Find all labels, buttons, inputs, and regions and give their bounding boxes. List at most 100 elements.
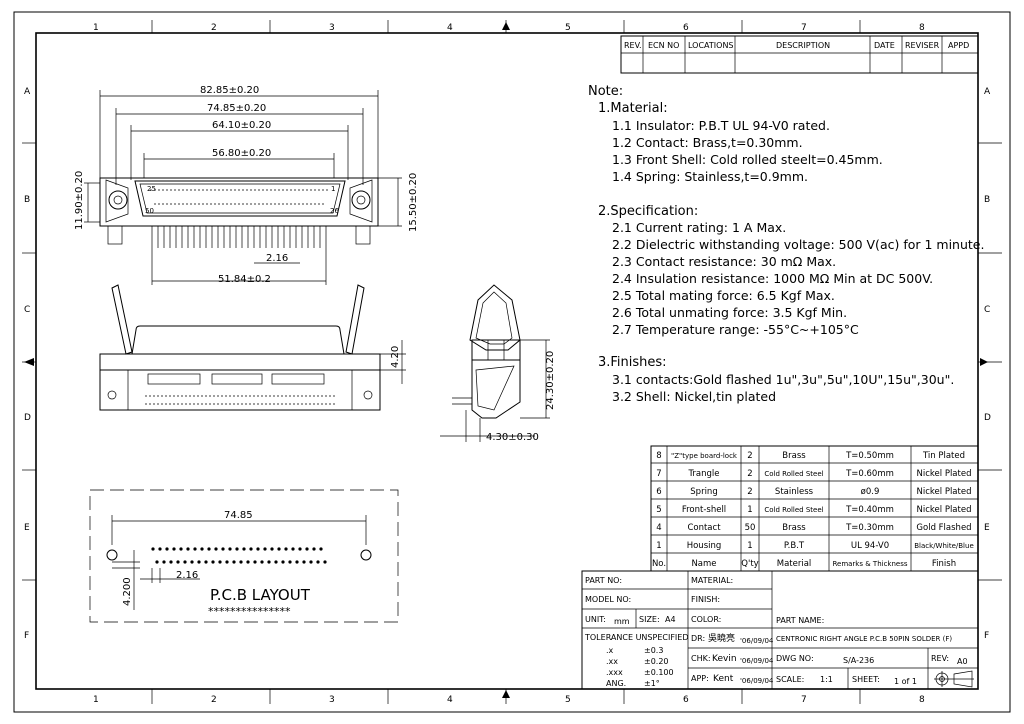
- material-line: 1.4 Spring: Stainless,t=0.9mm.: [612, 169, 808, 184]
- tb-rev-label: REV:: [931, 654, 949, 663]
- bom-cell-finish: Nickel Plated: [917, 469, 972, 479]
- zone-bottom-7: 7: [801, 695, 807, 705]
- bom-cell-no: 5: [656, 505, 661, 515]
- zone-bottom-6: 6: [683, 695, 689, 705]
- zone-top-8: 8: [919, 23, 925, 33]
- tb-size: A4: [665, 615, 676, 624]
- tb-model-no: MODEL NO:: [585, 595, 631, 604]
- rev-header-appd: APPD: [948, 41, 969, 50]
- tb-tol-xx: .xx: [606, 657, 618, 666]
- tb-app-label: APP:: [691, 674, 709, 683]
- tb-dwg-label: DWG NO:: [776, 654, 814, 663]
- bom-cell-material: Brass: [782, 451, 806, 461]
- bom-cell-no: 7: [656, 469, 661, 479]
- center-arrow-right: [980, 358, 988, 366]
- bom-cell-name: Contact: [687, 523, 721, 533]
- material-line: 1.2 Contact: Brass,t=0.30mm.: [612, 135, 803, 150]
- pcb-layout-title: P.C.B LAYOUT: [210, 586, 311, 604]
- tb-part-name-label: PART NAME:: [776, 616, 824, 625]
- tb-scale-label: SCALE:: [776, 675, 804, 684]
- tb-tolerance: TOLERANCE UNSPECIFIED: [584, 633, 689, 642]
- tb-tol-xx-val: ±0.20: [644, 657, 669, 666]
- zone-right-C: C: [984, 305, 990, 315]
- bom-cell-remarks: T=0.60mm: [845, 469, 894, 479]
- zone-bottom-4: 4: [447, 695, 453, 705]
- center-arrow-left: [24, 358, 34, 366]
- spec-line: 2.6 Total unmating force: 3.5 Kgf Min.: [612, 305, 847, 320]
- dim-pcb-74-85: 74.85: [224, 510, 253, 521]
- zone-top-7: 7: [801, 23, 807, 33]
- pin-50: 50: [145, 207, 154, 215]
- pin-26: 26: [330, 207, 339, 215]
- bom-cell-finish: Black/White/Blue: [914, 542, 974, 550]
- bom-header-remarks: Remarks & Thickness: [832, 560, 907, 568]
- dim-pitch: 2.16: [266, 253, 288, 264]
- bom-cell-remarks: T=0.40mm: [845, 505, 894, 515]
- zone-bottom-2: 2: [211, 695, 217, 705]
- zone-top-2: 2: [211, 23, 217, 33]
- zone-labels-top: 1 2 3 4 5 6 7 8: [93, 23, 925, 33]
- tb-part-no: PART NO:: [585, 576, 622, 585]
- bom-cell-qty: 2: [747, 487, 752, 497]
- spec-title: 2.Specification:: [598, 204, 698, 219]
- notes-title: Note:: [588, 84, 623, 99]
- spec-line: 2.3 Contact resistance: 30 mΩ Max.: [612, 254, 836, 269]
- tb-dr: 吳曉亮: [708, 632, 735, 644]
- zone-top-5: 5: [565, 23, 571, 33]
- bom-header-qty: Q'ty: [741, 559, 758, 569]
- tb-unit: mm: [614, 617, 630, 626]
- side-view: 24.30±0.20 4.30±0.30: [440, 284, 556, 443]
- bom-cell-finish: Tin Plated: [922, 451, 965, 461]
- bom-cell-name: Trangle: [687, 469, 719, 479]
- dim-74-85: 74.85±0.20: [207, 103, 266, 114]
- zone-labels-left: A B C D E F: [24, 87, 31, 641]
- zone-bottom-8: 8: [919, 695, 925, 705]
- zone-top-3: 3: [329, 23, 335, 33]
- bom-cell-name: Front-shell: [682, 505, 726, 515]
- bom-cell-remarks: UL 94-V0: [851, 541, 889, 551]
- center-arrow-top: [502, 22, 510, 30]
- dim-56-80: 56.80±0.20: [212, 148, 271, 159]
- zone-left-D: D: [24, 413, 31, 423]
- rev-header-reviser: REVISER: [905, 41, 940, 50]
- tb-dr-label: DR:: [691, 634, 705, 643]
- rev-header-locations: LOCATIONS: [688, 41, 734, 50]
- bom-cell-qty: 2: [747, 451, 752, 461]
- pcb-layout: 74.85 2.16 4.200 P.C.B LAYOUT **********…: [89, 489, 399, 623]
- dim-82-85: 82.85±0.20: [200, 85, 259, 96]
- tb-dr-date: '06/09/04: [740, 637, 774, 645]
- bom-cell-material: Cold Rolled Steel: [764, 470, 823, 478]
- dim-15-50: 15.50±0.20: [408, 173, 419, 232]
- tb-color: COLOR:: [691, 615, 721, 624]
- bom-cell-remarks: T=0.30mm: [845, 523, 894, 533]
- rev-header-description: DESCRIPTION: [776, 41, 830, 50]
- material-line: 1.1 Insulator: P.B.T UL 94-V0 rated.: [612, 118, 830, 133]
- bom-cell-qty: 1: [747, 541, 752, 551]
- tb-tol-ang-val: ±1°: [644, 679, 660, 688]
- tb-chk-date: '06/09/04: [740, 657, 774, 665]
- zone-bottom-1: 1: [93, 695, 99, 705]
- zone-left-A: A: [24, 87, 31, 97]
- bom-cell-qty: 1: [747, 505, 752, 515]
- bom-cell-qty: 50: [745, 523, 756, 533]
- dim-64-10: 64.10±0.20: [212, 120, 271, 131]
- tb-tol-ang: ANG.: [606, 679, 626, 688]
- tb-tol-x: .x: [606, 646, 614, 655]
- tb-chk: Kevin: [712, 654, 737, 664]
- title-block: PART NO: MATERIAL: MODEL NO: FINISH: UNI…: [581, 570, 979, 690]
- tb-dwg: S/A-236: [843, 656, 874, 665]
- zone-right-E: E: [984, 523, 990, 533]
- bom-cell-qty: 2: [747, 469, 752, 479]
- tb-sheet: 1 of 1: [894, 677, 917, 686]
- zone-ticks: [22, 20, 1002, 704]
- tb-tol-x-val: ±0.3: [644, 646, 663, 655]
- zone-right-F: F: [984, 631, 989, 641]
- bom-cell-material: Cold Rolled Steel: [764, 506, 823, 514]
- finish-title: 3.Finishes:: [598, 355, 667, 370]
- zone-left-B: B: [24, 195, 30, 205]
- spec-line: 2.5 Total mating force: 6.5 Kgf Max.: [612, 288, 835, 303]
- pin-1: 1: [331, 185, 335, 193]
- dim-4-30: 4.30±0.30: [486, 432, 539, 443]
- bom-cell-finish: Gold Flashed: [916, 523, 971, 533]
